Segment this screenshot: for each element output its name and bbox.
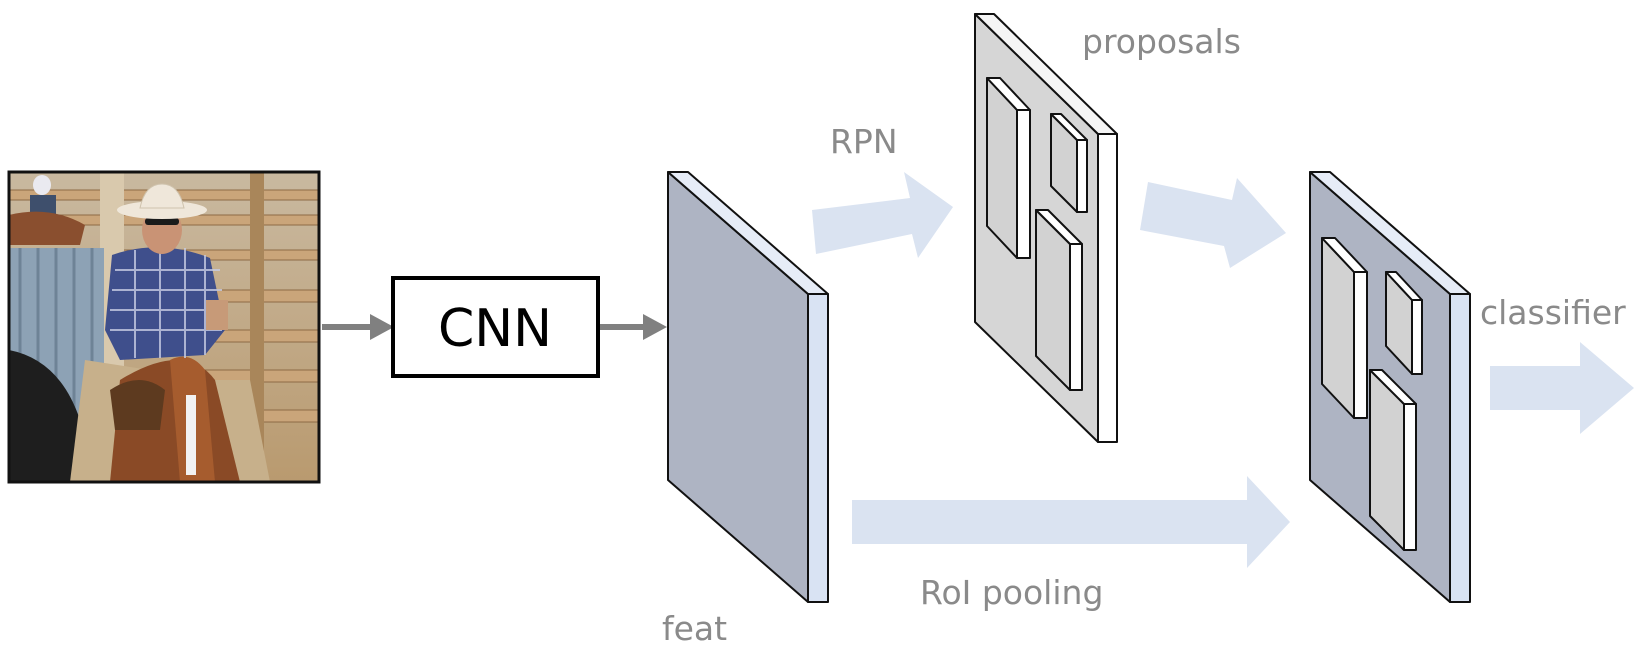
arrow-classifier: [1490, 342, 1634, 434]
arrow-roi-pooling: [852, 476, 1290, 568]
proposal-box-3: [1035, 209, 1083, 391]
roi-pooling-label: RoI pooling: [920, 573, 1103, 612]
input-image-border: [7, 170, 321, 484]
classifier-label: classifier: [1480, 293, 1626, 332]
input-image: [9, 172, 319, 482]
proposal-box-1: [986, 77, 1031, 259]
arrow-proposals-to-pooled: [1140, 178, 1286, 268]
feature-map: [667, 171, 829, 603]
rpn-label: RPN: [830, 122, 898, 161]
feature-maps-label: feat: [662, 609, 727, 648]
arrow-image-to-cnn: [322, 314, 394, 340]
proposals-map: [974, 13, 1118, 443]
pooled-feature-map: [1309, 171, 1471, 603]
pooled-box-1: [1321, 237, 1368, 419]
proposals-label: proposals: [1082, 22, 1241, 61]
arrow-cnn-to-feature: [600, 314, 667, 340]
pooled-box-3: [1369, 369, 1417, 551]
pooled-box-2: [1385, 271, 1423, 375]
cnn-box: CNN: [391, 276, 600, 378]
proposal-box-2: [1050, 113, 1088, 213]
cnn-label: CNN: [438, 299, 552, 359]
arrow-rpn: [812, 172, 953, 258]
